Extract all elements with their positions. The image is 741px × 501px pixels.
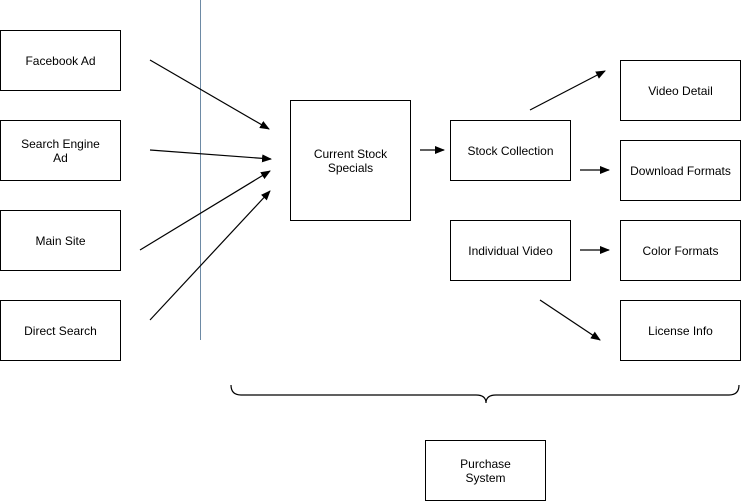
node-search-engine-ad[interactable]: Search Engine Ad: [0, 120, 121, 181]
grouping-brace: [230, 384, 740, 404]
edge-stock-collection-to-video-detail: [529, 70, 606, 111]
node-direct-search[interactable]: Direct Search: [0, 300, 121, 361]
node-current-stock-specials[interactable]: Current Stock Specials: [290, 100, 411, 221]
node-download-formats[interactable]: Download Formats: [620, 140, 741, 201]
node-license-info[interactable]: License Info: [620, 300, 741, 361]
edge-direct-search-to-current-stock-specials: [149, 190, 271, 321]
node-purchase-system[interactable]: Purchase System: [425, 440, 546, 501]
edge-facebook-ad-to-current-stock-specials: [149, 59, 270, 130]
edge-individual-video-to-license-info: [539, 299, 601, 341]
edge-search-engine-ad-to-current-stock-specials: [149, 149, 272, 163]
node-main-site[interactable]: Main Site: [0, 210, 121, 271]
node-individual-video[interactable]: Individual Video: [450, 220, 571, 281]
edge-main-site-to-current-stock-specials: [139, 170, 271, 251]
node-video-detail[interactable]: Video Detail: [620, 60, 741, 121]
node-facebook-ad[interactable]: Facebook Ad: [0, 30, 121, 91]
node-color-formats[interactable]: Color Formats: [620, 220, 741, 281]
node-stock-collection[interactable]: Stock Collection: [450, 120, 571, 181]
